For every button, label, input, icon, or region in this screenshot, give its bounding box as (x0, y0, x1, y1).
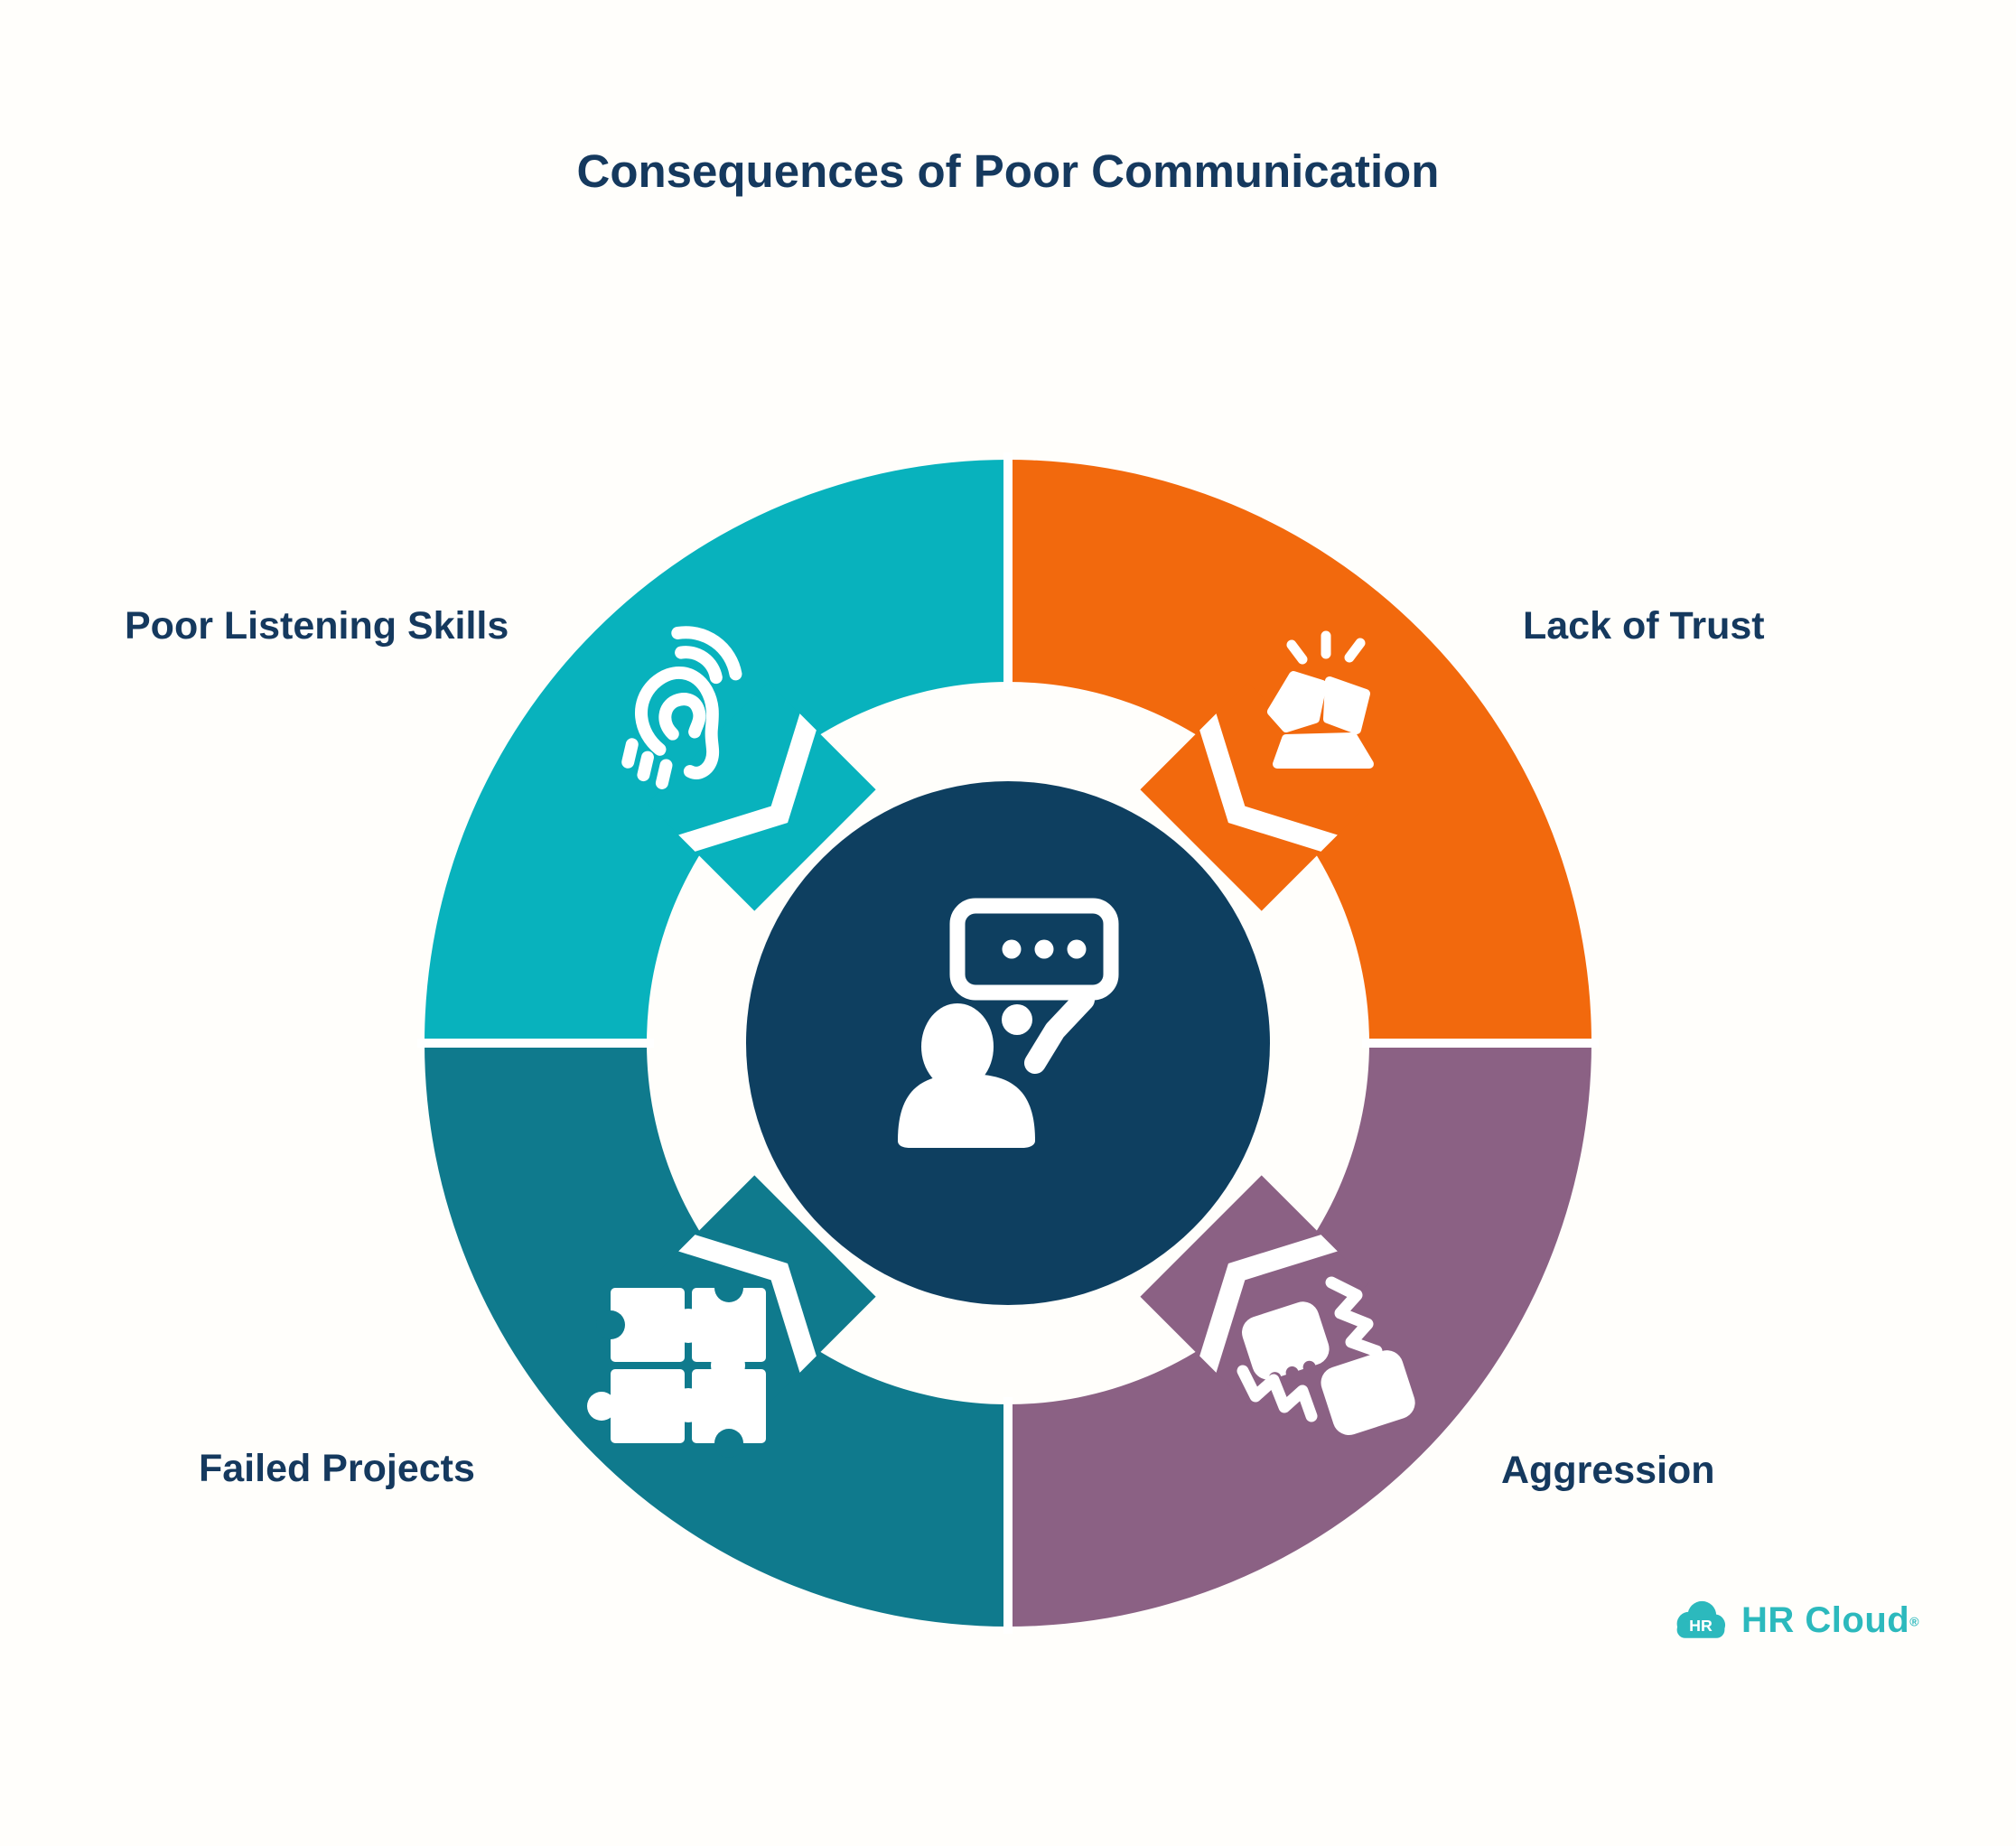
bridge-arrow-top-right (1140, 682, 1369, 911)
hr-cloud-logo: HR HR Cloud® (1671, 1599, 1919, 1642)
puzzle-piece (692, 1288, 766, 1362)
puzzle-knob (671, 1309, 705, 1343)
center-hub (746, 781, 1270, 1305)
puzzle-piece (611, 1288, 685, 1362)
quadrant-separators (417, 452, 1599, 1634)
label-poor-listening-skills: Poor Listening Skills (125, 604, 509, 648)
puzzle-notch (714, 1429, 743, 1458)
sound-wave-large (671, 626, 742, 681)
chevron-notch (678, 713, 817, 852)
speech-bubble (949, 898, 1119, 1001)
chevron-notch (1199, 1235, 1338, 1373)
broken-trust-icon (1267, 630, 1374, 769)
chevron-notch (1199, 713, 1338, 852)
puzzle-knob (587, 1392, 616, 1421)
fist (1242, 1301, 1330, 1380)
puzzle-pieces-icon (587, 1273, 766, 1458)
cloud-icon: HR (1676, 1600, 1726, 1638)
center-circle (746, 781, 1270, 1305)
knuckle-notch (1302, 1360, 1316, 1374)
label-lack-of-trust: Lack of Trust (1523, 604, 1765, 648)
colliding-fists-icon (1237, 1276, 1415, 1436)
ear-sound-waves-icon (621, 626, 742, 789)
bubble-dot (1067, 939, 1087, 959)
hand (1002, 1004, 1032, 1035)
broken-chunk (1323, 676, 1370, 734)
sound-dash (637, 751, 654, 782)
logo-badge-text: HR (1689, 1617, 1713, 1635)
bubble-dot (1034, 939, 1054, 959)
puzzle-knob (671, 1388, 705, 1422)
bubble-tail (1024, 989, 1095, 1074)
broken-chunk (1273, 732, 1374, 769)
impact-zigzag (1325, 1276, 1383, 1357)
impact-dash (1344, 638, 1366, 663)
impact-zigzag (1237, 1365, 1318, 1422)
page-title: Consequences of Poor Communication (576, 145, 1440, 197)
person-head (921, 1003, 994, 1090)
bridge-arrow-top-left (647, 682, 876, 911)
puzzle-piece (611, 1369, 685, 1443)
bridge-band (647, 682, 876, 911)
chevron-notch (678, 1235, 817, 1373)
puzzle-notch (596, 1310, 625, 1339)
impact-dash (1286, 639, 1308, 665)
person-body (898, 1074, 1035, 1148)
logo-wordmark: HR Cloud (1741, 1600, 1910, 1640)
sound-wave-small (675, 646, 723, 685)
puzzle-notch (714, 1273, 743, 1302)
puzzle-piece (692, 1369, 766, 1443)
knuckle-notch (1285, 1366, 1299, 1379)
person-speech-bubble-icon (898, 898, 1119, 1148)
label-failed-projects: Failed Projects (199, 1447, 475, 1490)
bubble-dot (1002, 939, 1022, 959)
ear-inner-curl (658, 693, 706, 741)
fist (1321, 1350, 1415, 1436)
bridge-arrow-bottom-right (1140, 1175, 1369, 1404)
bridge-band (1140, 1175, 1369, 1404)
sound-dash (655, 759, 673, 789)
label-aggression: Aggression (1501, 1449, 1715, 1492)
bridge-band (1140, 682, 1369, 911)
sound-dash (621, 738, 639, 769)
ear-outline (635, 666, 720, 779)
puzzle-knob (711, 1348, 745, 1383)
logo-registered-mark: ® (1909, 1614, 1919, 1629)
broken-chunk (1267, 671, 1327, 732)
